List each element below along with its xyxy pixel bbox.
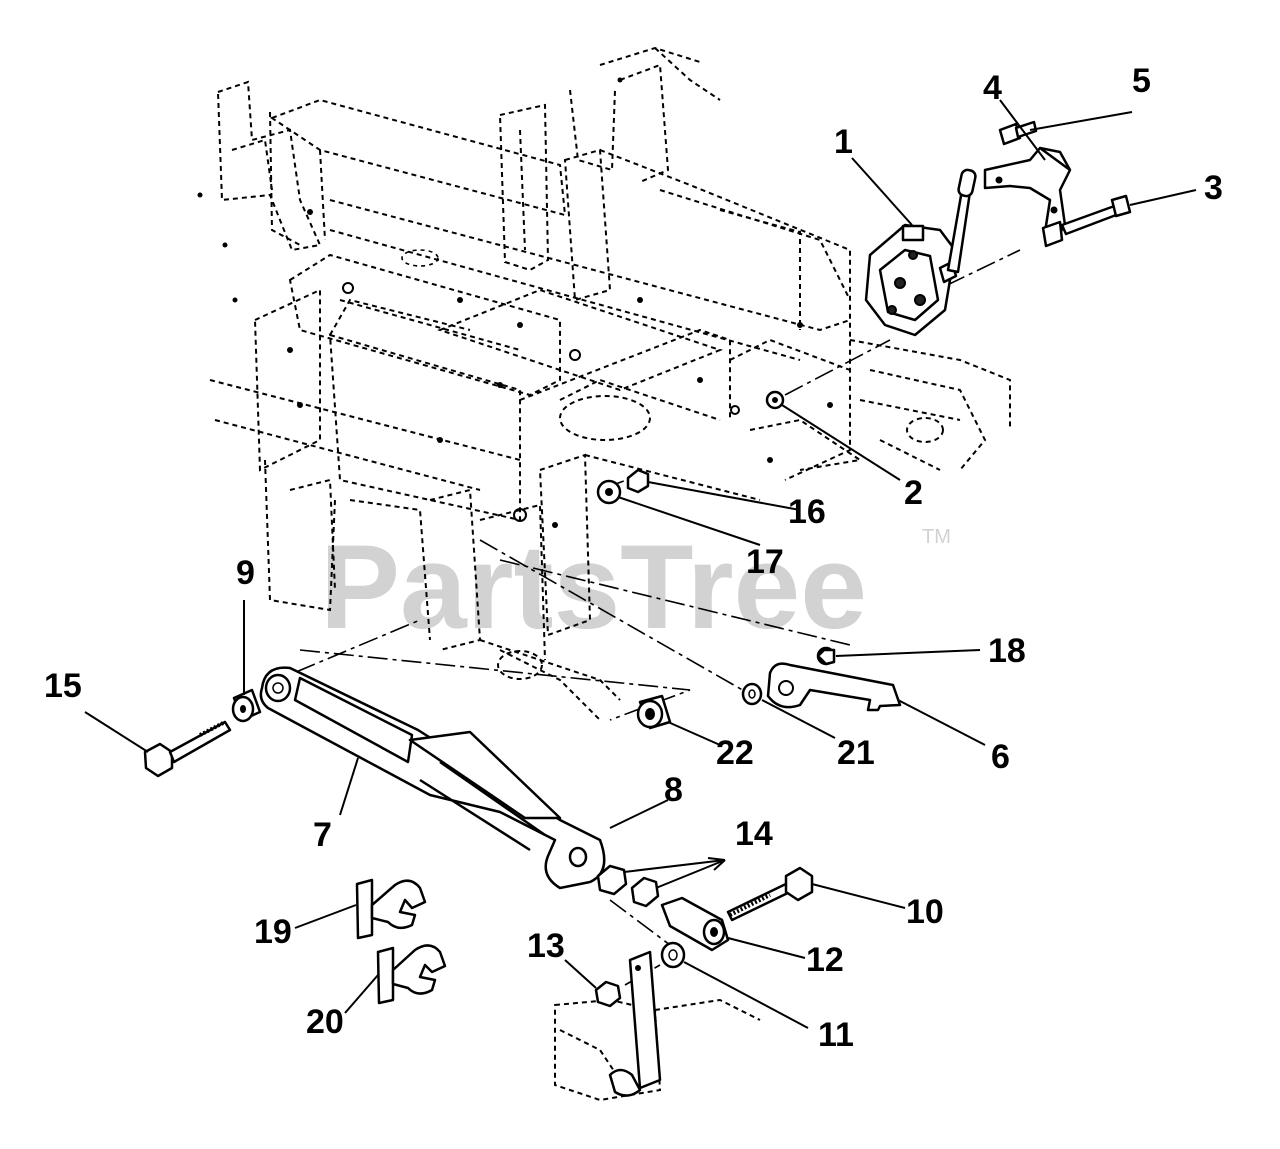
nut-16[interactable] (626, 468, 650, 494)
callout-20: 20 (306, 1003, 344, 1041)
valve-assembly[interactable] (864, 168, 977, 337)
clip-19[interactable] (355, 878, 427, 940)
callout-19: 19 (254, 913, 292, 951)
callout-18: 18 (988, 632, 1026, 670)
callout-5: 5 (1132, 62, 1151, 100)
callout-9: 9 (236, 554, 255, 592)
callout-16: 16 (788, 493, 826, 531)
valve-nut[interactable] (765, 390, 785, 410)
callout-21: 21 (837, 734, 875, 772)
watermark: PartsTree TM (320, 520, 951, 654)
callout-1: 1 (834, 123, 853, 161)
lift-cylinder[interactable] (259, 666, 606, 890)
watermark-trademark: TM (922, 526, 951, 548)
frame-holes (197, 77, 833, 528)
callout-2: 2 (904, 474, 923, 512)
leader-lines (84, 99, 1197, 1029)
callout-6: 6 (991, 738, 1010, 776)
callout-7: 7 (313, 816, 332, 854)
spacer-9[interactable] (231, 688, 262, 723)
callout-11: 11 (818, 1016, 854, 1054)
valve-bolt[interactable] (1060, 194, 1132, 236)
tractor-frame (197, 46, 1011, 1102)
rod-end-12[interactable] (660, 896, 730, 952)
bolt-15[interactable] (143, 720, 232, 778)
callout-22: 22 (716, 734, 754, 772)
washer-17[interactable] (596, 479, 622, 505)
callout-10: 10 (906, 893, 944, 931)
bushing-22[interactable] (636, 694, 672, 730)
link-arm-6[interactable] (766, 662, 902, 712)
callout-4: 4 (983, 69, 1002, 107)
mount-bracket[interactable] (983, 146, 1072, 248)
washer-21[interactable] (741, 682, 763, 706)
callout-13: 13 (527, 927, 565, 965)
callout-12: 12 (806, 941, 844, 979)
nuts-14[interactable] (596, 864, 660, 908)
callout-numbers: 1 2 3 4 5 6 7 8 9 10 11 12 13 14 15 16 1… (44, 62, 1223, 1054)
nut-13[interactable] (594, 980, 622, 1008)
watermark-text: PartsTree (320, 520, 867, 654)
callout-3: 3 (1204, 169, 1223, 207)
lower-lift-arm (608, 950, 662, 1097)
callout-14: 14 (735, 815, 773, 853)
bolt-10[interactable] (726, 866, 814, 922)
callout-15: 15 (44, 667, 82, 705)
callout-8: 8 (664, 771, 683, 809)
clip-20[interactable] (376, 944, 447, 1005)
spacer-18[interactable] (816, 646, 836, 666)
callout-17: 17 (746, 543, 784, 581)
bracket-screw[interactable] (998, 120, 1038, 146)
washer-11[interactable] (660, 941, 686, 969)
